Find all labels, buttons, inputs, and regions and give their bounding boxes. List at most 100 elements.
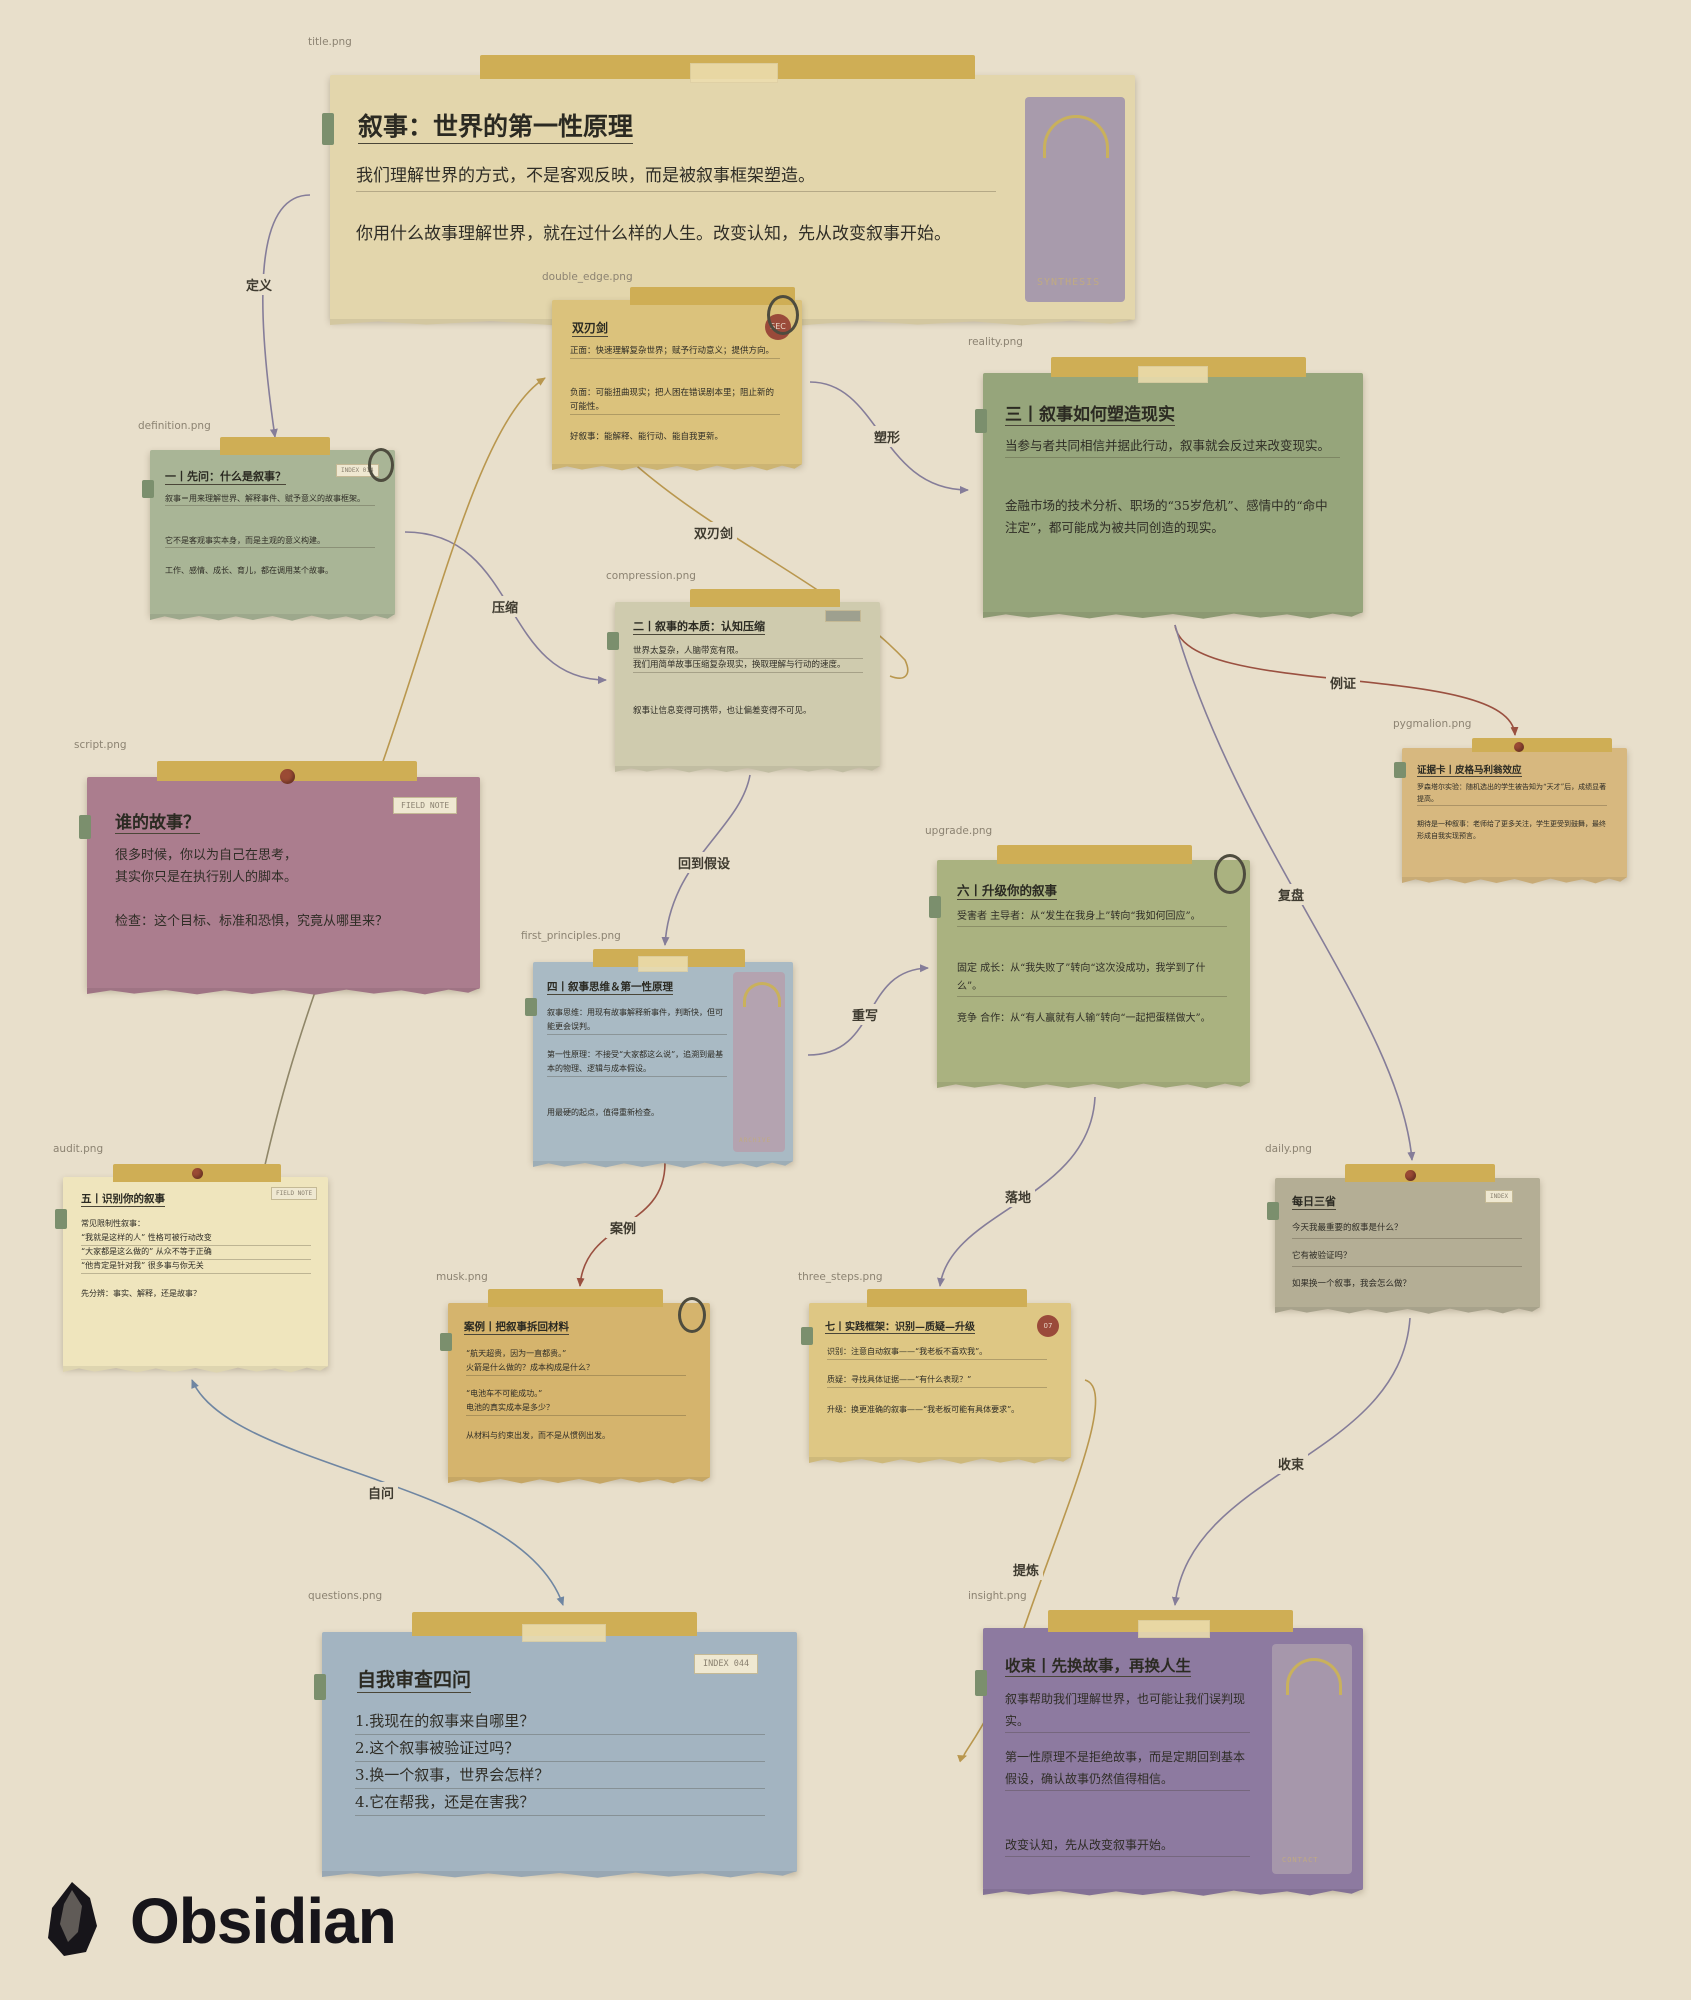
card-double-edge[interactable]: SEC 双刃剑 正面：快速理解复杂世界；赋予行动意义；提供方向。 负面：可能扭曲… [552,287,802,465]
pin [192,1168,203,1179]
card-spine [801,1327,813,1345]
card-spine [322,113,334,145]
card-heading: 证据卡丨皮格马利翁效应 [1417,762,1522,777]
card-paragraph: 正面：快速理解复杂世界；赋予行动意义；提供方向。 [570,344,780,359]
card-first-principles[interactable]: 四丨叙事思维＆第一性原理 叙事思维：用现有故事解释新事件，判断快，但可能更会误判… [525,949,793,1162]
card-reality[interactable]: 三丨叙事如何塑造现实 当参与者共同相信并据此行动，叙事就会反过来改变现实。 金融… [975,357,1363,613]
binder-ring [1214,854,1246,894]
card-heading: 案例丨把叙事拆回材料 [464,1321,569,1335]
list-item: “大家都是这么做的” 从众不等于正确 [81,1245,311,1260]
edge-back[interactable] [661,774,751,946]
field-note-label: FIELD NOTE [271,1187,318,1200]
card-insight[interactable]: 收束丨先换故事，再换人生 叙事帮助我们理解世界，也可能让我们误判现实。 第一性原… [975,1610,1363,1890]
edge-label-self: 自问 [364,1482,399,1503]
card-paragraph: 叙事帮助我们理解世界，也可能让我们误判现实。 [1005,1688,1250,1733]
card-three-steps[interactable]: 07 七丨实践框架：识别—质疑—升级 识别：注意自动叙事——“我老板不喜欢我”。… [801,1289,1071,1458]
card-audit[interactable]: FIELD NOTE 五丨识别你的叙事 常见限制性叙事： “我就是这样的人” 性… [55,1164,328,1367]
card-heading: 四丨叙事思维＆第一性原理 [547,981,673,995]
edge-label-land: 落地 [1001,1186,1036,1207]
card-photo: SYNTHESIS [1025,97,1125,302]
file-name-definition: definition.png [138,420,211,432]
card-paragraph: 当参与者共同相信并据此行动，叙事就会反过来改变现实。 [1005,435,1340,458]
app-logo: Obsidian [130,1885,397,1957]
card-musk[interactable]: 案例丨把叙事拆回材料 “航天超贵，因为一直都贵。” 火箭是什么做的？成本构成是什… [440,1289,710,1478]
card-paragraph: 识别：注意自动叙事——“我老板不喜欢我”。 [827,1345,1047,1360]
file-name-three-steps: three_steps.png [798,1271,883,1283]
card-spine [975,1670,987,1696]
edge-review[interactable] [1174,624,1416,1161]
photo-label: SYNTHESIS [1037,277,1101,288]
card-paragraph: 罗森塔尔实验：随机选出的学生被告知为“天才”后，成绩显著提高。 [1417,781,1607,806]
card-tab [1472,738,1612,752]
list-item: 1.我现在的叙事来自哪里？ [355,1708,765,1735]
card-paragraph: 改变认知，先从改变叙事开始。 [1005,1834,1250,1857]
card-paragraph: “电池车不可能成功。” [466,1389,543,1398]
card-paragraph: 期待是一种叙事：老师给了更多关注，学生更受到鼓舞，最终形成自我实现预言。 [1417,820,1606,840]
file-name-script: script.png [74,739,127,751]
card-heading: 二丨叙事的本质：认知压缩 [633,620,765,635]
field-note-label: FIELD NOTE [393,797,458,814]
card-definition[interactable]: INDEX 014 一丨先问：什么是叙事？ 叙事＝用来理解世界、解释事件、赋予意… [142,437,395,615]
photo-arc [1043,115,1109,158]
card-paragraph: 叙事思维：用现有故事解释新事件，判断快，但可能更会误判。 [547,1006,727,1035]
card-tape [522,1624,606,1642]
list-item: 3.换一个叙事，世界会怎样？ [355,1762,765,1789]
card-heading: 叙事：世界的第一性原理 [358,107,634,144]
edge-script-audit[interactable] [264,991,316,1166]
list-item: “他肯定是针对我” 很多事与你无关 [81,1259,311,1274]
card-spine [55,1209,67,1229]
card-compression[interactable]: 二丨叙事的本质：认知压缩 世界太复杂，人脑带宽有限。 我们用简单故事压缩复杂现实… [607,589,880,767]
file-name-first-principles: first_principles.png [521,930,621,942]
edge-label-review: 复盘 [1274,884,1309,905]
card-heading: 六丨升级你的叙事 [957,880,1058,900]
card-tape [1138,366,1208,383]
edge-script-double[interactable] [379,377,546,771]
card-paragraph: 我们理解世界的方式，不是客观反映，而是被叙事框架塑造。 [356,161,996,192]
card-paragraph: 很多时候，你以为自己在思考， [115,848,298,863]
index-label [825,610,861,622]
edge-self[interactable] [191,1379,565,1606]
edge-label-example: 例证 [1326,672,1361,693]
card-spine [1267,1202,1279,1220]
index-label: INDEX [1485,1190,1514,1203]
card-upgrade[interactable]: 六丨升级你的叙事 受害者 主导者：从“发生在我身上”转向“我如何回应”。 固定 … [929,845,1250,1083]
card-paragraph: 第一性原理不是拒绝故事，而是定期回到基本假设，确认故事仍然值得相信。 [1005,1746,1250,1791]
card-paragraph: 火箭是什么做的？成本构成是什么？ [466,1361,686,1376]
list-item: 今天我最重要的叙事是什么？ [1292,1218,1522,1239]
obsidian-logo-icon [48,1882,97,1956]
edge-define[interactable] [261,194,311,438]
file-name-daily: daily.png [1265,1143,1312,1155]
card-spine [79,815,91,839]
edge-label-case: 案例 [606,1217,641,1238]
card-paragraph: 好叙事：能解释、能行动、能自我更新。 [570,432,724,442]
card-heading: 收束丨先换故事，再换人生 [1005,1656,1192,1677]
card-spine [525,998,537,1016]
card-paragraph: 叙事让信息变得可携带，也让偏差变得不可见。 [633,706,812,716]
pin [1514,742,1524,752]
card-daily[interactable]: INDEX 每日三省 今天我最重要的叙事是什么？ 它有被验证吗？ 如果换一个叙事… [1267,1164,1540,1308]
file-name-pygmalion: pygmalion.png [1393,718,1472,730]
edge-refine[interactable] [957,1379,1097,1763]
file-name-double-edge: double_edge.png [542,271,633,283]
card-paragraph: 固定 成长：从“我失败了”转向“这次没成功，我学到了什么”。 [957,960,1227,997]
card-tab [690,589,840,607]
binder-ring [678,1297,706,1333]
list-item: 如果换一个叙事，我会怎么做？ [1292,1279,1412,1289]
card-tab [630,287,795,305]
card-pygmalion[interactable]: 证据卡丨皮格马利翁效应 罗森塔尔实验：随机选出的学生被告知为“天才”后，成绩显著… [1394,738,1627,878]
card-script[interactable]: FIELD NOTE 谁的故事？ 很多时候，你以为自己在思考， 其实你只是在执行… [79,761,480,989]
card-paragraph: 其实你只是在执行别人的脚本。 [115,870,298,885]
card-paragraph: 你用什么故事理解世界，就在过什么样的人生。改变认知，先从改变叙事开始。 [356,224,951,244]
card-spine [1394,762,1406,778]
card-photo: ARCHIVE [733,972,785,1152]
card-spine [929,896,941,918]
card-questions[interactable]: INDEX 044 自我审查四问 1.我现在的叙事来自哪里？ 2.这个叙事被验证… [314,1612,797,1872]
card-paragraph: 先分辨：事实、解释，还是故事？ [81,1289,201,1298]
card-tape [638,956,688,972]
card-title[interactable]: 叙事：世界的第一性原理 我们理解世界的方式，不是客观反映，而是被叙事框架塑造。 … [322,55,1135,320]
card-paragraph: 质疑：寻找具体证据——“有什么表现？” [827,1373,1047,1388]
card-heading: 三丨叙事如何塑造现实 [1005,400,1175,426]
card-spine [607,632,619,650]
card-paragraph: 常见限制性叙事： [81,1219,145,1228]
